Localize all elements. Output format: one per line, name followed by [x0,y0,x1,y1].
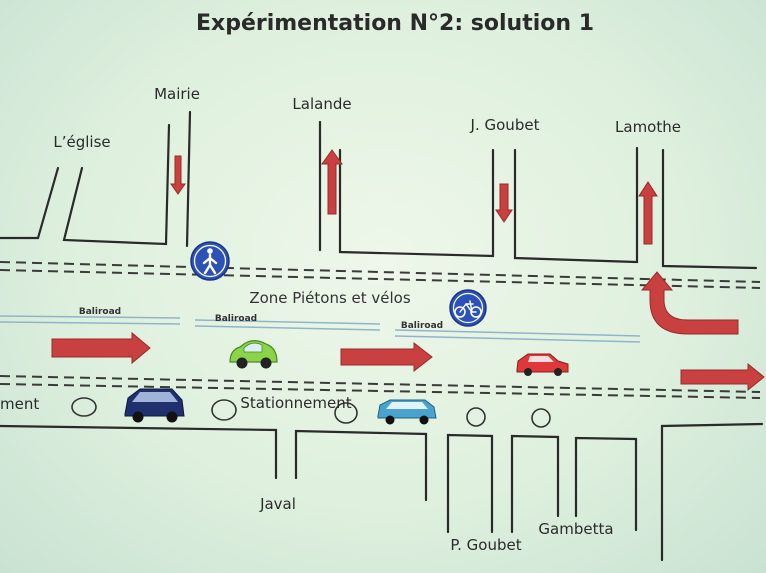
parking-label-center: Stationnement [240,394,351,412]
dashed-line-lower-1 [0,375,761,393]
dashed-line-lower-2 [0,383,761,399]
arrow-road-right-3 [680,362,765,392]
arrow-mairie-down [170,155,186,195]
zone-label: Zone Piétons et vélos [249,289,411,307]
dashed-line-upper-1 [0,261,761,283]
arrow-jgoubet-down [495,183,513,223]
parking-spot [334,402,358,424]
red-car [516,353,569,376]
street-label-eglise: L’église [53,133,110,151]
street-label-jgoubet: J. Goubet [470,116,540,134]
street-label-mairie: Mairie [154,85,200,103]
lower-road-outlines [0,422,764,562]
street-label-gambetta: Gambetta [538,520,613,538]
pedestrian-icon [190,241,230,281]
dashed-line-upper-2 [0,269,761,289]
baliroad-rails [0,315,641,343]
arrow-road-right-2 [340,341,433,373]
arrow-road-right-1 [51,331,151,365]
baliroad-label-3: Baliroad [401,321,443,331]
bicycle-icon [449,289,487,327]
arrow-turn-left-up [640,271,739,335]
street-label-pgoubet: P. Goubet [450,536,521,554]
parking-label-left: ment [0,395,39,413]
arrow-lalande-up [321,149,343,215]
baliroad-label-1: Baliroad [79,307,121,317]
arrow-lamothe-up [638,181,658,245]
street-label-lalande: Lalande [292,95,351,113]
navy-car [124,388,185,423]
diagram-title: Expérimentation N°2: solution 1 [196,11,594,36]
green-car [229,340,278,369]
parking-spot [211,399,237,421]
parking-spot [71,397,97,417]
parking-spots [71,397,551,428]
parking-spot [531,408,551,428]
street-label-lamothe: Lamothe [615,118,681,136]
parking-spot [466,407,486,427]
teal-car [377,399,437,425]
baliroad-label-2: Baliroad [215,314,257,324]
upper-road-outlines [0,110,758,270]
street-label-javal: Javal [259,495,296,513]
